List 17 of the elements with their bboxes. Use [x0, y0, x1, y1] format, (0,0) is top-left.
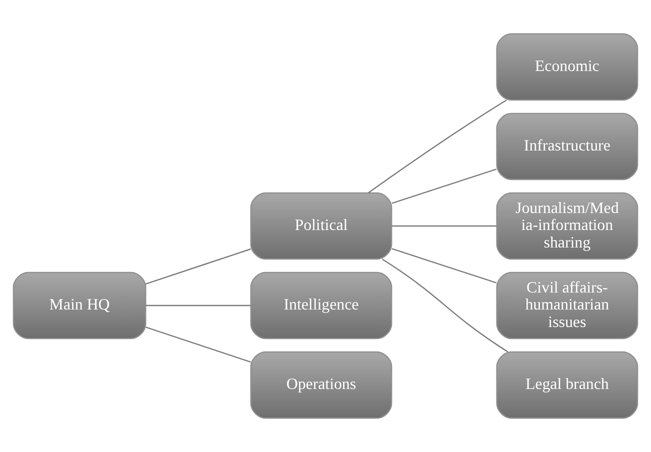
node-box: Journalism/Med ia-information sharing	[496, 192, 638, 260]
connector	[146, 248, 251, 284]
node-box: Economic	[496, 33, 638, 101]
node-box: Political	[250, 192, 392, 260]
connector	[392, 168, 497, 204]
connector	[392, 225, 496, 227]
node-box: Infrastructure	[496, 112, 638, 180]
node-box: Main HQ	[12, 272, 146, 340]
connector	[146, 304, 251, 306]
connector	[146, 326, 251, 363]
node-box: Operations	[250, 351, 392, 419]
connector	[368, 100, 507, 194]
connector	[392, 248, 497, 284]
connector	[382, 258, 508, 352]
node-box: Intelligence	[250, 272, 392, 340]
node-box: Legal branch	[496, 351, 638, 419]
node-box: Civil affairs- humanitarian issues	[496, 272, 638, 340]
